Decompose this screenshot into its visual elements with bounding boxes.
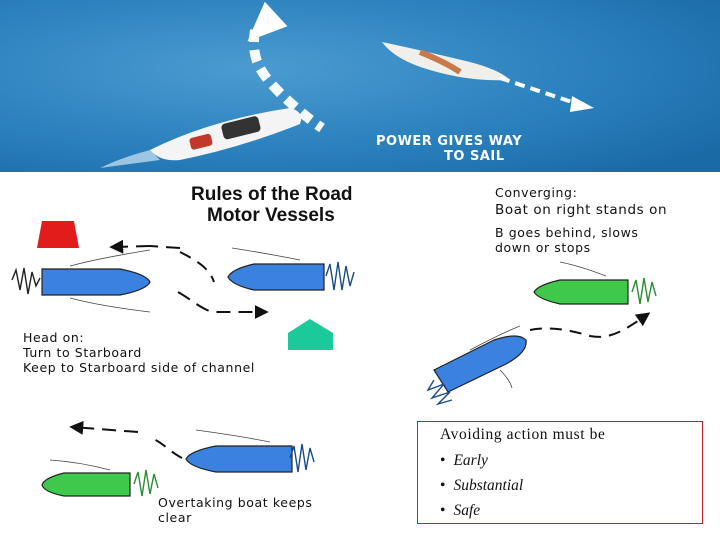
- banner-text-line1: POWER GIVES WAY: [376, 134, 522, 149]
- wake-icon: [134, 470, 158, 496]
- arrow-icon: [178, 292, 266, 312]
- head-on-heading: Head on:: [23, 330, 84, 345]
- avoiding-bullet-2: • Substantial: [440, 477, 523, 495]
- boat-icon: [186, 430, 292, 472]
- boat-icon: [434, 326, 526, 392]
- bullet-icon: •: [440, 502, 445, 519]
- bullet-text: Substantial: [453, 477, 523, 494]
- head-on-diagram: [12, 246, 354, 312]
- arrow-icon: [150, 246, 180, 248]
- arrow-icon: [112, 246, 150, 247]
- wake-icon: [632, 278, 656, 304]
- head-on-line2: Keep to Starboard side of channel: [23, 360, 255, 375]
- wake-icon: [326, 262, 354, 290]
- boat-icon: [42, 460, 130, 496]
- arrow-icon: [72, 427, 138, 432]
- converging-line2: B goes behind, slows: [495, 225, 639, 240]
- arrow-icon: [180, 252, 214, 282]
- arrow-icon: [150, 438, 182, 458]
- bullet-icon: •: [440, 452, 445, 469]
- diagram-title-line2: Motor Vessels: [207, 205, 335, 227]
- converging-heading: Converging:: [495, 185, 577, 200]
- overtaking-diagram: [42, 427, 314, 496]
- converging-diagram: [428, 262, 656, 404]
- boat-icon: [534, 262, 628, 304]
- banner-text-line2: TO SAIL: [444, 149, 505, 164]
- wake-icon: [290, 444, 314, 472]
- arrow-icon: [530, 314, 648, 337]
- overtaking-line2: clear: [158, 510, 192, 525]
- converging-line1: Boat on right stands on: [495, 202, 667, 218]
- banner-photo: [0, 0, 720, 172]
- starboard-marker-icon: [288, 319, 333, 350]
- overtaking-line1: Overtaking boat keeps: [158, 495, 313, 510]
- bullet-text: Safe: [453, 502, 480, 519]
- boat-icon: [42, 250, 150, 312]
- bullet-icon: •: [440, 477, 445, 494]
- boat-icon: [228, 248, 324, 290]
- bullet-text: Early: [453, 452, 487, 469]
- converging-line3: down or stops: [495, 240, 591, 255]
- wake-icon: [12, 268, 40, 294]
- avoiding-bullet-3: • Safe: [440, 502, 480, 520]
- diagram-title-line1: Rules of the Road: [191, 184, 353, 206]
- head-on-line1: Turn to Starboard: [23, 345, 142, 360]
- avoiding-heading: Avoiding action must be: [440, 426, 605, 444]
- port-marker-icon: [37, 221, 79, 248]
- avoiding-bullet-1: • Early: [440, 452, 488, 470]
